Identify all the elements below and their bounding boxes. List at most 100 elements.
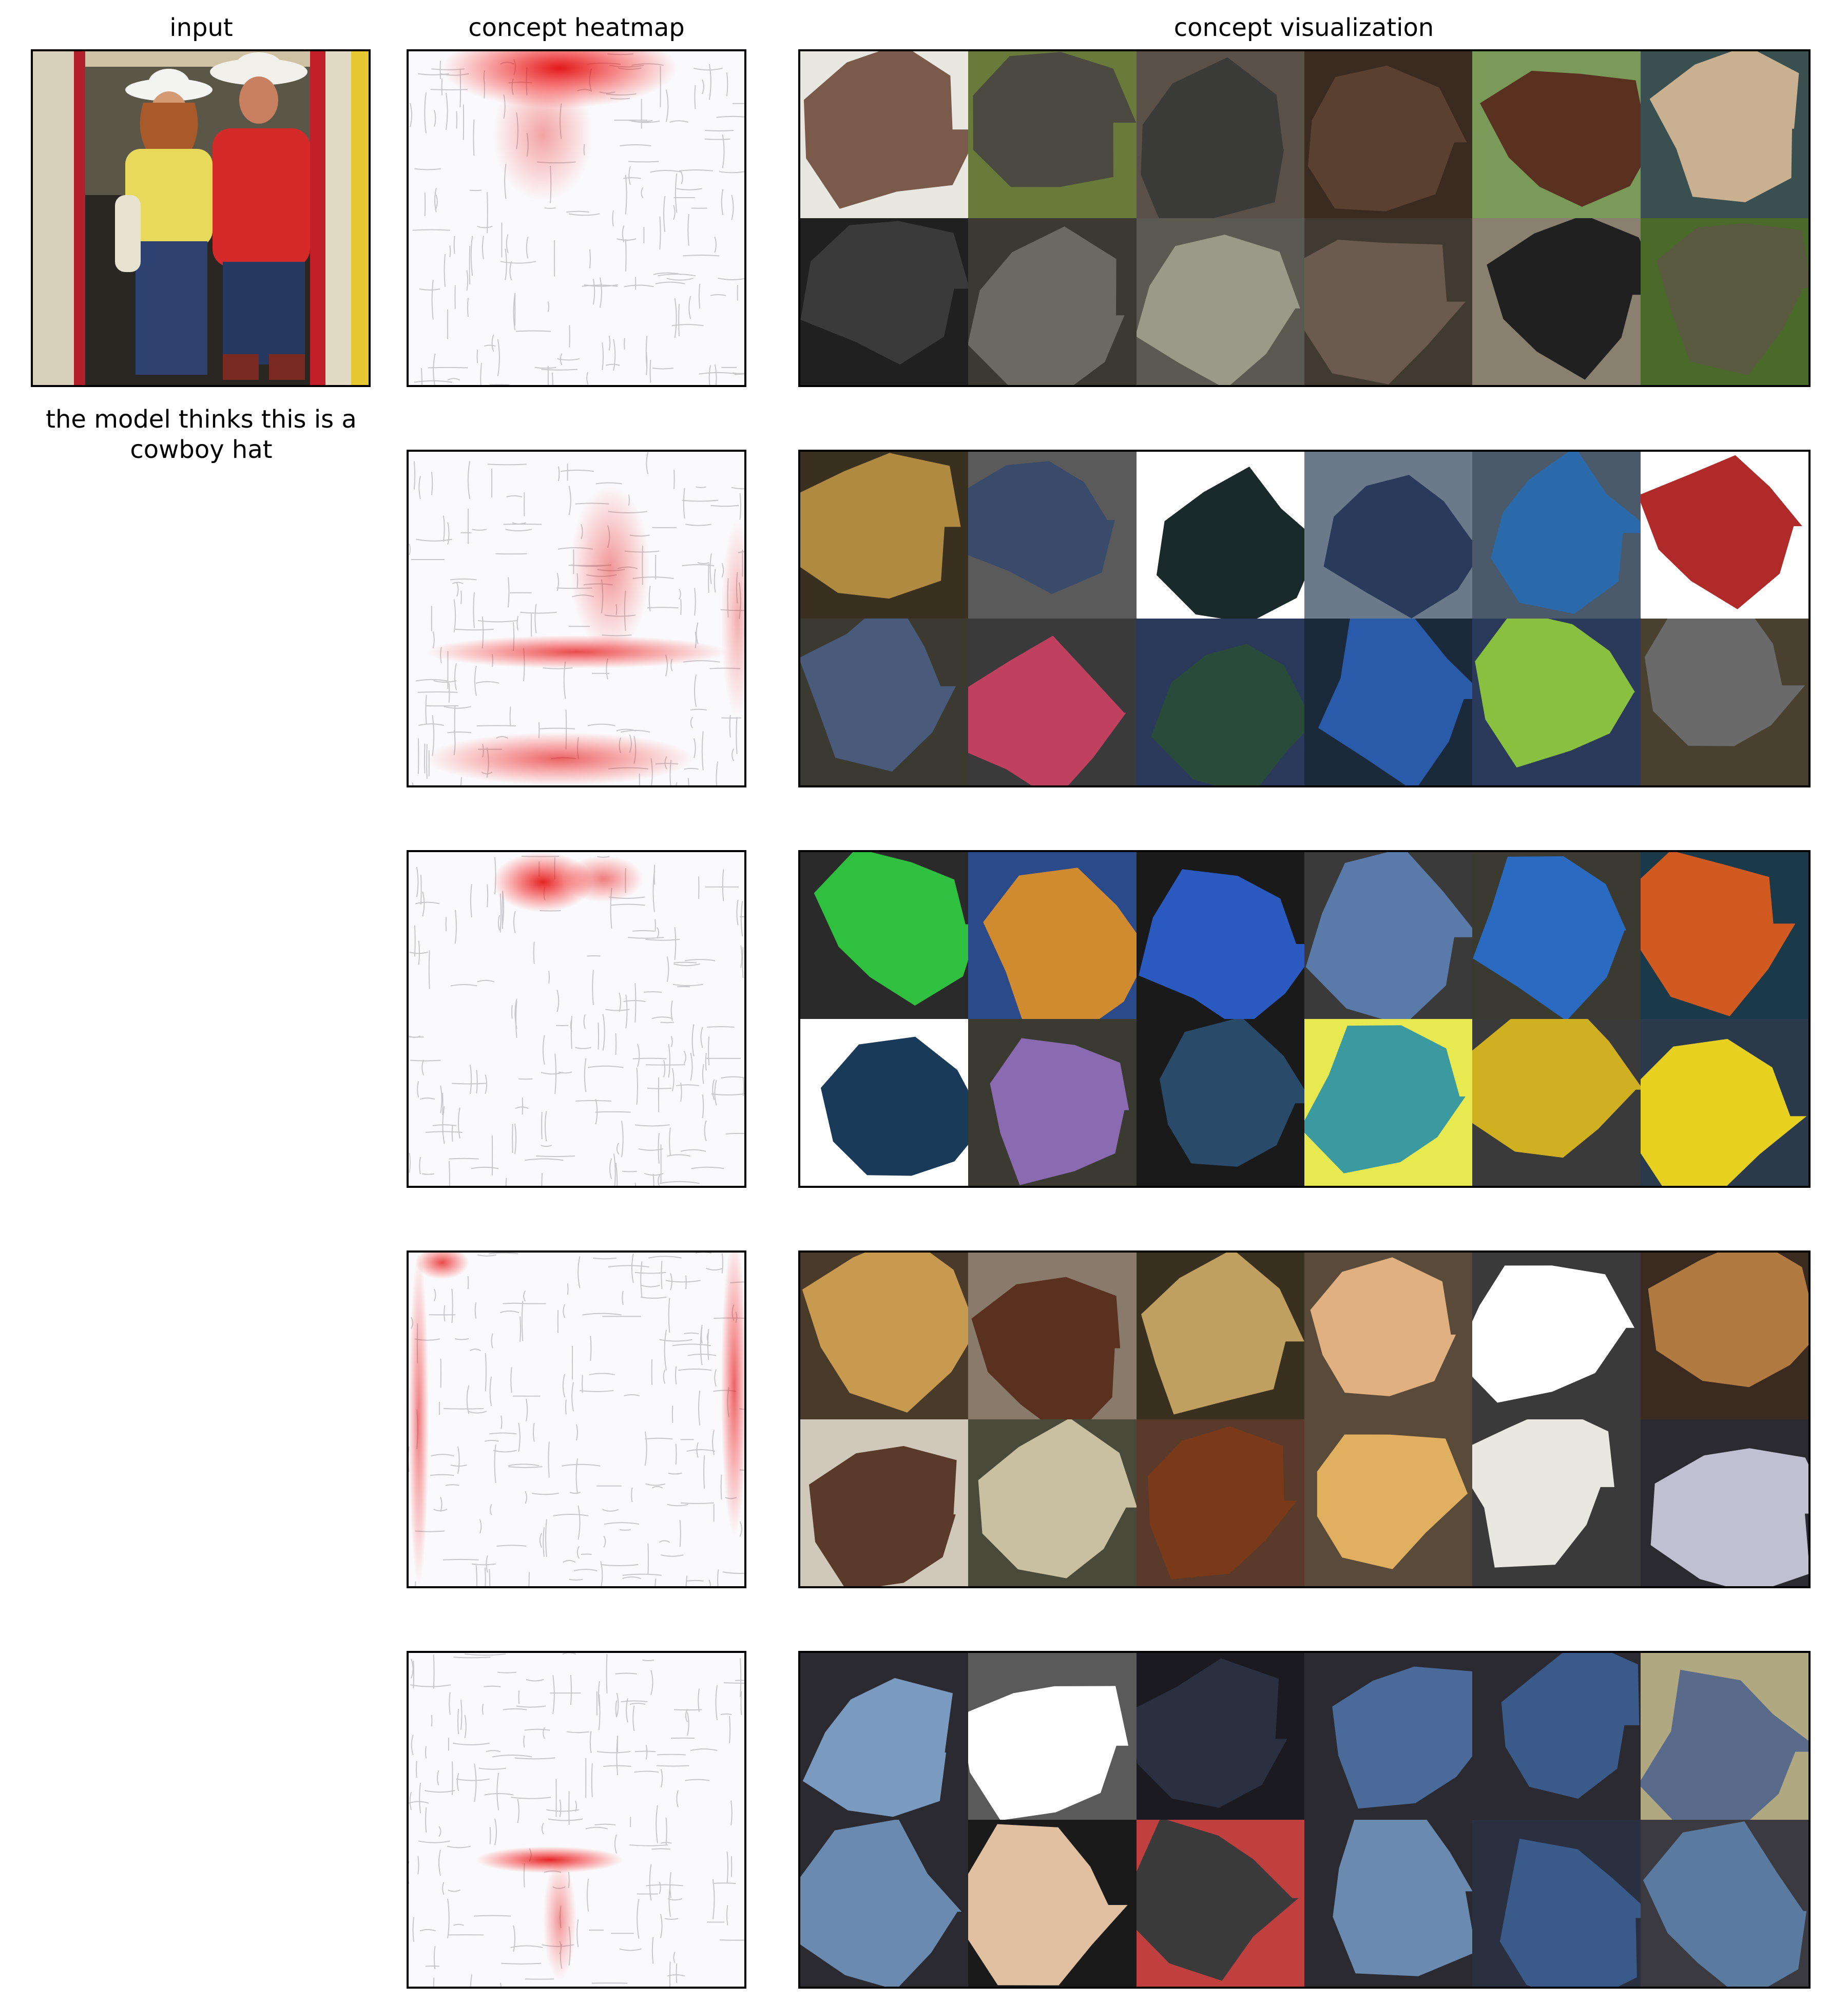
heatmap-edge-line — [722, 1571, 744, 1574]
heatmap-edge-line — [418, 1840, 451, 1843]
heatmap-edge-line — [489, 1827, 491, 1844]
heatmap-edge-line — [701, 731, 704, 771]
heatmap-activation — [409, 1253, 429, 1586]
heatmap-edge-line — [625, 994, 628, 1029]
concept-highlight-region — [800, 453, 961, 599]
concept-example-tile — [1472, 1419, 1641, 1586]
concept-example-image — [1648, 1253, 1808, 1388]
heatmap-edge-line — [491, 1333, 493, 1349]
concept-example-tile — [1640, 852, 1808, 1019]
concept-highlight-region — [1475, 619, 1635, 768]
heatmap-edge-line — [469, 1349, 481, 1352]
heatmap-edge-line — [409, 1792, 412, 1811]
heatmap-edge-line — [687, 778, 689, 785]
heatmap-edge-line — [631, 1487, 633, 1502]
heatmap-edge-line — [489, 1432, 517, 1435]
heatmap-edge-line — [433, 1288, 436, 1301]
heatmap-edge-line — [714, 1080, 717, 1106]
heatmap-edge-line — [559, 1799, 562, 1817]
concept-example-image — [1480, 70, 1641, 207]
heatmap-edge-line — [688, 296, 691, 319]
heatmap-edge-line — [416, 1761, 417, 1778]
concept-example-tile — [1304, 619, 1473, 785]
concept-highlight-region — [1472, 1019, 1641, 1158]
heatmap-edge-line — [652, 367, 673, 370]
concept-example-tile — [800, 1019, 969, 1186]
concept-example-tile — [1136, 852, 1304, 1019]
heatmap-edge-line — [474, 666, 477, 696]
heatmap-edge-line — [486, 1555, 488, 1573]
concept-highlight-region — [820, 1036, 969, 1176]
concept-example-tile — [1472, 1019, 1641, 1186]
concept-highlight-region — [1317, 1434, 1468, 1569]
heatmap-edge-line — [525, 1398, 528, 1422]
heatmap-edge-line — [516, 1705, 546, 1708]
heatmap-edge-line — [503, 1302, 527, 1304]
concept-highlight-region — [968, 1686, 1129, 1820]
concept-highlight-region — [1491, 452, 1641, 614]
heatmap-edge-line — [628, 161, 659, 163]
concept-highlight-region — [1150, 644, 1304, 785]
concept-visualization-grid — [798, 1651, 1811, 1989]
heatmap-edge-line — [615, 1033, 617, 1055]
heatmap-edge-line — [454, 910, 457, 944]
heatmap-edge-line — [709, 553, 712, 584]
heatmap-edge-line — [665, 89, 669, 122]
concept-highlight-region — [1502, 1653, 1640, 1799]
heatmap-edge-line — [686, 1449, 716, 1452]
heatmap-edge-line — [595, 482, 623, 485]
heatmap-edge-line — [613, 1153, 616, 1186]
heatmap-edge-line — [685, 1779, 710, 1781]
heatmap-edge-line — [694, 674, 697, 707]
heatmap-edge-line — [563, 1304, 566, 1318]
heatmap-edge-line — [452, 1761, 453, 1796]
heatmap-edge-line — [616, 728, 636, 732]
heatmap-edge-line — [471, 1166, 499, 1169]
heatmap-edge-line — [576, 1546, 580, 1559]
heatmap-edge-line — [541, 1145, 552, 1147]
heatmap-edge-line — [474, 1302, 477, 1319]
heatmap-edge-line — [450, 984, 477, 987]
heatmap-edge-line — [649, 1864, 652, 1901]
concept-highlight-region — [1472, 1419, 1615, 1568]
heatmap-edge-line — [447, 378, 460, 381]
heatmap-edge-line — [456, 111, 457, 129]
heatmap-edge-line — [676, 782, 678, 785]
concept-example-image — [802, 1253, 969, 1413]
heatmap-edge-line — [624, 338, 625, 350]
concept-example-tile — [1640, 1820, 1808, 1987]
heatmap-edge-line — [735, 1680, 744, 1681]
heatmap-edge-line — [590, 1336, 592, 1361]
concept-example-image — [1487, 218, 1641, 380]
concept-example-image — [814, 852, 969, 1006]
heatmap-edge-line — [497, 1671, 516, 1673]
concept-example-tile — [800, 452, 969, 619]
heatmap-activation — [569, 485, 650, 652]
heatmap-edge-line — [629, 1703, 646, 1705]
heatmap-edge-line — [601, 1564, 639, 1566]
concept-example-image — [1138, 869, 1304, 1019]
heatmap-edge-line — [705, 130, 734, 131]
concept-highlight-region — [1305, 852, 1473, 1019]
heatmap-edge-line — [553, 1514, 589, 1516]
heatmap-edge-line — [674, 927, 677, 960]
heatmap-edge-line — [634, 1750, 656, 1753]
heatmap-edge-line — [698, 283, 701, 309]
heatmap-drawing — [409, 1653, 744, 1987]
concept-highlight-region — [814, 852, 969, 1006]
heatmap-edge-line — [422, 891, 425, 917]
concept-example-image — [800, 1820, 962, 1987]
heatmap-edge-line — [447, 1898, 450, 1939]
concept-example-tile — [1472, 218, 1641, 385]
heatmap-edge-line — [409, 544, 411, 555]
heatmap-edge-line — [691, 1166, 724, 1169]
concept-highlight-region — [802, 1678, 953, 1817]
heatmap-edge-line — [704, 138, 730, 140]
heatmap-edge-line — [424, 92, 427, 133]
heatmap-edge-line — [676, 1790, 679, 1807]
concept-highlight-region — [1138, 869, 1304, 1019]
heatmap-edge-line — [701, 79, 704, 94]
heatmap-activation — [475, 1846, 624, 1873]
concept-example-image — [1332, 1666, 1473, 1809]
heatmap-edge-line — [569, 1492, 581, 1494]
